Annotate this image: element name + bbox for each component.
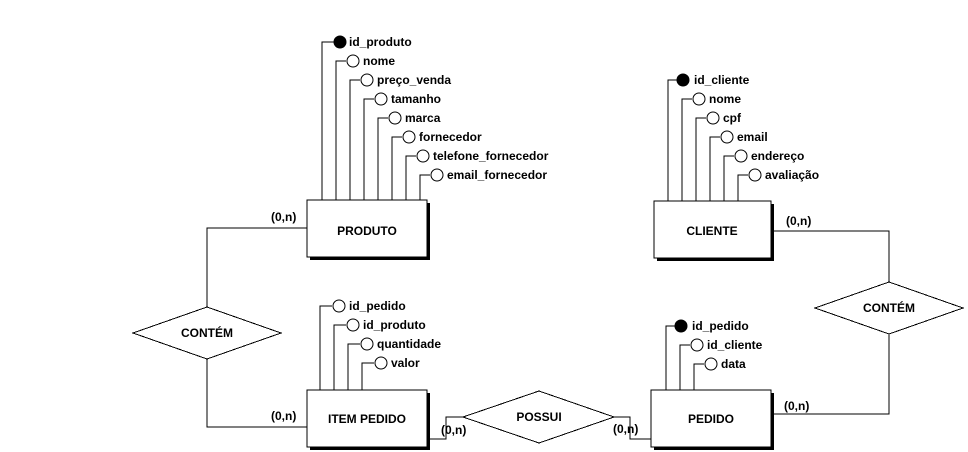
relationship-contem-right[interactable]: CONTÉM (813, 281, 965, 335)
attr-key-icon (674, 319, 688, 333)
relationship-possui[interactable]: POSSUI (461, 390, 616, 444)
cardinality-label: (0,n) (786, 214, 811, 228)
relationship-name: CONTÉM (863, 300, 915, 315)
attr-label: data (721, 357, 746, 371)
attr-icon (346, 318, 360, 332)
attribute-lines (319, 41, 748, 390)
attr-icon (692, 92, 706, 106)
attr-label: cpf (723, 111, 742, 125)
entity-item-pedido[interactable]: ITEM PEDIDO (306, 389, 430, 450)
attr-key-icon (333, 35, 347, 49)
attribute-circles (332, 35, 762, 371)
attr-label: tamanho (391, 92, 441, 106)
attr-label: email_fornecedor (447, 168, 547, 182)
cardinality-label: (0,n) (613, 422, 638, 436)
attr-icon (720, 130, 734, 144)
attr-label: quantidade (377, 337, 441, 351)
entity-cliente[interactable]: CLIENTE (653, 200, 774, 261)
attr-label: email (737, 130, 768, 144)
attr-icon (706, 111, 720, 125)
cardinality-labels: (0,n) (0,n) (0,n) (0,n) (0,n) (0,n) (271, 210, 811, 437)
attr-icon (360, 73, 374, 87)
attr-icon (704, 357, 718, 371)
attr-label: nome (709, 92, 741, 106)
attr-label: marca (405, 111, 441, 125)
attr-label: endereço (751, 149, 804, 163)
attribute-labels: id_produto nome preço_venda tamanho marc… (349, 35, 819, 371)
cardinality-label: (0,n) (784, 399, 809, 413)
attr-icon (374, 92, 388, 106)
attr-label: id_pedido (692, 319, 749, 333)
relationship-contem-left[interactable]: CONTÉM (131, 306, 283, 360)
attr-label: preço_venda (377, 73, 451, 87)
attr-icon (332, 299, 346, 313)
entity-name: CLIENTE (686, 224, 737, 238)
entity-name: PRODUTO (337, 224, 397, 238)
attr-icon (416, 149, 430, 163)
cardinality-label: (0,n) (271, 409, 296, 423)
attr-icon (346, 54, 360, 68)
attr-icon (690, 338, 704, 352)
relationship-name: CONTÉM (181, 325, 233, 340)
attr-label: avaliação (765, 168, 819, 182)
attr-icon (374, 356, 388, 370)
attr-label: id_produto (363, 318, 426, 332)
attr-icon (360, 337, 374, 351)
entity-produto[interactable]: PRODUTO (306, 199, 430, 260)
cardinality-label: (0,n) (441, 423, 466, 437)
relationship-name: POSSUI (516, 410, 561, 424)
attr-label: nome (363, 54, 395, 68)
attr-icon (734, 149, 748, 163)
attr-label: id_cliente (707, 338, 763, 352)
entity-pedido[interactable]: PEDIDO (650, 389, 774, 450)
entity-name: ITEM PEDIDO (328, 412, 406, 426)
attr-label: valor (391, 356, 420, 370)
attr-label: id_pedido (349, 299, 406, 313)
attr-icon (388, 111, 402, 125)
entity-name: PEDIDO (688, 412, 734, 426)
attr-icon (402, 130, 416, 144)
attr-icon (430, 168, 444, 182)
attr-label: telefone_fornecedor (433, 149, 549, 163)
attr-label: id_produto (349, 35, 412, 49)
attr-key-icon (676, 73, 690, 87)
attr-icon (748, 168, 762, 182)
attr-label: fornecedor (419, 130, 482, 144)
attr-label: id_cliente (694, 73, 750, 87)
relationship-lines (206, 227, 890, 440)
cardinality-label: (0,n) (271, 210, 296, 224)
